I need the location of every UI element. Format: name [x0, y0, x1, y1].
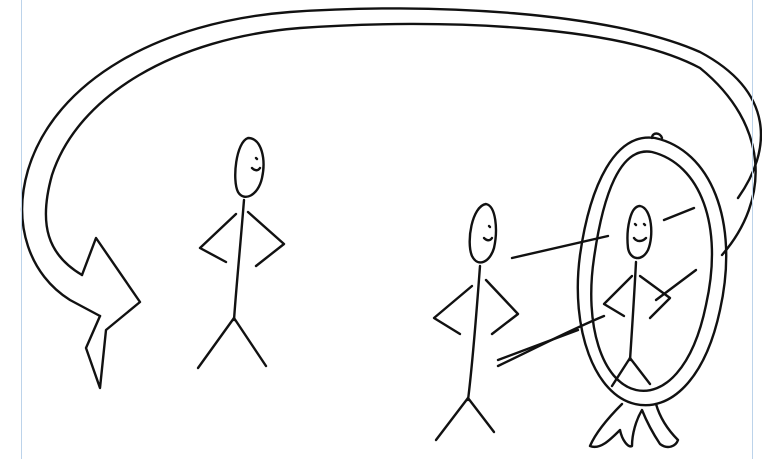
arm-left	[434, 286, 472, 334]
leg-left	[436, 398, 468, 440]
leg-left	[198, 318, 234, 368]
arm-right	[248, 212, 284, 266]
face	[484, 226, 492, 240]
mirror-frame-outer	[578, 138, 726, 406]
body	[234, 200, 244, 320]
reflection-head	[628, 206, 652, 258]
reflection-face	[634, 224, 646, 241]
arrow-band-inner	[46, 24, 756, 275]
gaze-line-right-upper	[664, 208, 694, 220]
mirror	[578, 134, 726, 447]
right-frame-edge	[752, 0, 753, 459]
leg-right	[234, 318, 266, 366]
arm-left	[200, 214, 236, 262]
stick-figure-left	[198, 138, 284, 368]
gaze-line-right-lower	[656, 270, 696, 300]
reflection-arm-left	[604, 276, 632, 316]
arrow-head	[82, 238, 140, 388]
mirror-stand	[590, 404, 678, 447]
body	[468, 266, 480, 400]
arrow-band-outer	[22, 8, 761, 316]
left-frame-edge	[21, 0, 22, 459]
leg-right	[468, 398, 494, 432]
head	[470, 204, 496, 262]
reflection-arm-right	[640, 276, 670, 318]
face	[252, 158, 260, 170]
return-arrow	[22, 8, 761, 388]
reflection-leg-right	[630, 358, 650, 384]
arm-right	[486, 280, 518, 334]
stick-figure-middle	[434, 204, 518, 440]
gaze-line-lower-2	[498, 330, 578, 360]
